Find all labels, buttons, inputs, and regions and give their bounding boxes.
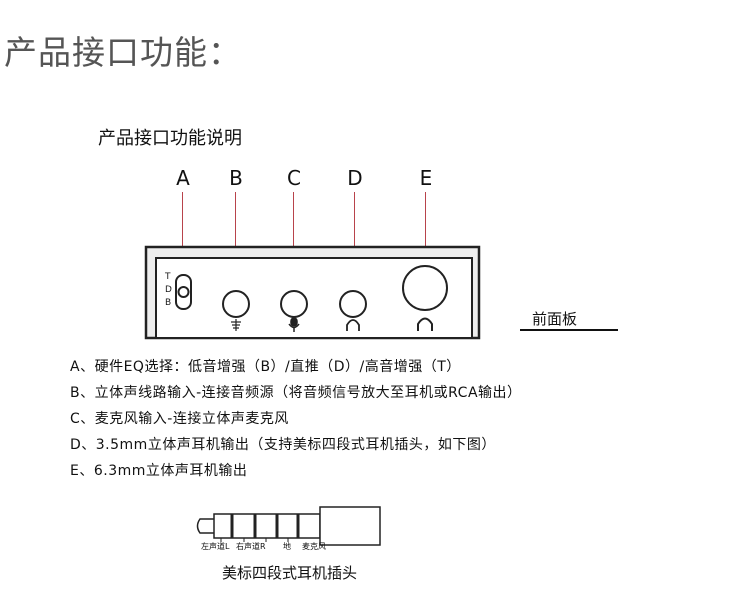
plug-label-right: 右声道R [236,542,266,551]
port-label-d: D [347,166,363,190]
plug-ring-separators [230,514,300,538]
description-d: D、3.5mm立体声耳机输出（支持美标四段式耳机插头，如下图） [70,437,496,453]
plug-label-leaders [220,538,289,542]
plug-label-left: 左声道L [201,542,230,551]
eq-label-b: B [165,298,172,308]
description-a: A、硬件EQ选择：低音增强（B）/直推（D）/高音增强（T） [70,359,461,375]
description-c: C、麦克风输入-连接立体声麦克风 [70,411,289,427]
trrs-plug [196,506,381,546]
plug-label-ground: 地 [283,542,291,551]
port-label-e: E [419,166,433,190]
page-title: 产品接口功能： [4,33,242,72]
diagram-subtitle: 产品接口功能说明 [98,128,242,149]
line-in-jack [222,290,250,318]
front-panel-underline [520,329,618,331]
headphone-icon-small [346,319,360,331]
leader-line-c [293,192,294,288]
leader-line-d [354,192,355,288]
front-panel-label: 前面板 [532,310,578,328]
headphone-icon-large [417,317,433,331]
leader-line-e [425,192,426,262]
plug-caption: 美标四段式耳机插头 [222,564,358,582]
eq-switch [175,274,192,310]
description-e: E、6.3mm立体声耳机输出 [70,463,248,479]
eq-label-d: D [165,285,172,295]
leader-line-a [182,192,183,276]
plug-label-mic: 麦克风 [302,542,326,551]
port-label-c: C [287,166,301,190]
microphone-icon [288,317,300,332]
line-in-icon [231,319,241,331]
headphone-63-jack [402,265,448,311]
port-label-b: B [229,166,243,190]
eq-label-t: T [165,272,171,282]
headphone-35-jack [339,290,367,318]
port-label-a: A [176,166,190,190]
description-b: B、立体声线路输入-连接音频源（将音频信号放大至耳机或RCA输出） [70,385,522,401]
mic-jack [280,290,308,318]
leader-line-b [235,192,236,288]
